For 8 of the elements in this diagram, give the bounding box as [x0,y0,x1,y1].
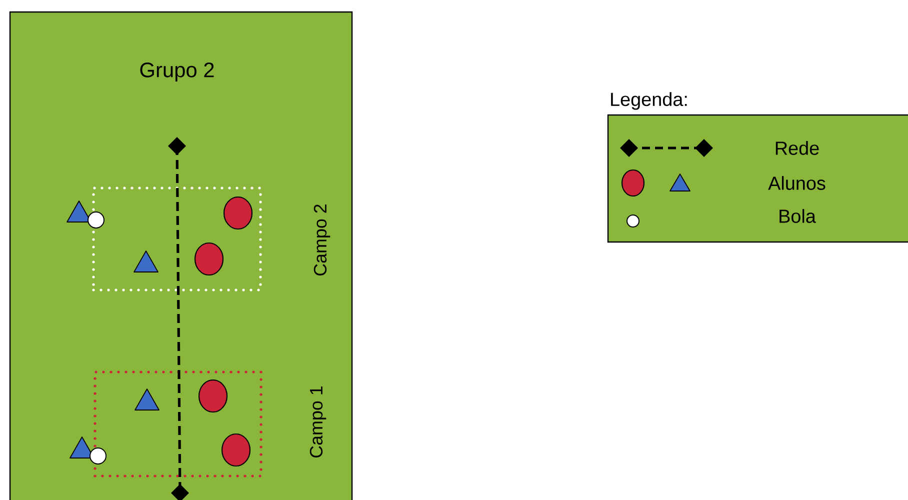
legend-label: Alunos [768,176,826,190]
zone-label: Campo 2 [314,204,330,276]
zone-box [94,370,262,478]
zone-box [92,186,262,292]
zone-label: Campo 1 [310,386,326,458]
legend-title: Legenda: [611,92,687,110]
legend-label: Bola [780,209,816,223]
legend-label: Rede [776,141,819,155]
